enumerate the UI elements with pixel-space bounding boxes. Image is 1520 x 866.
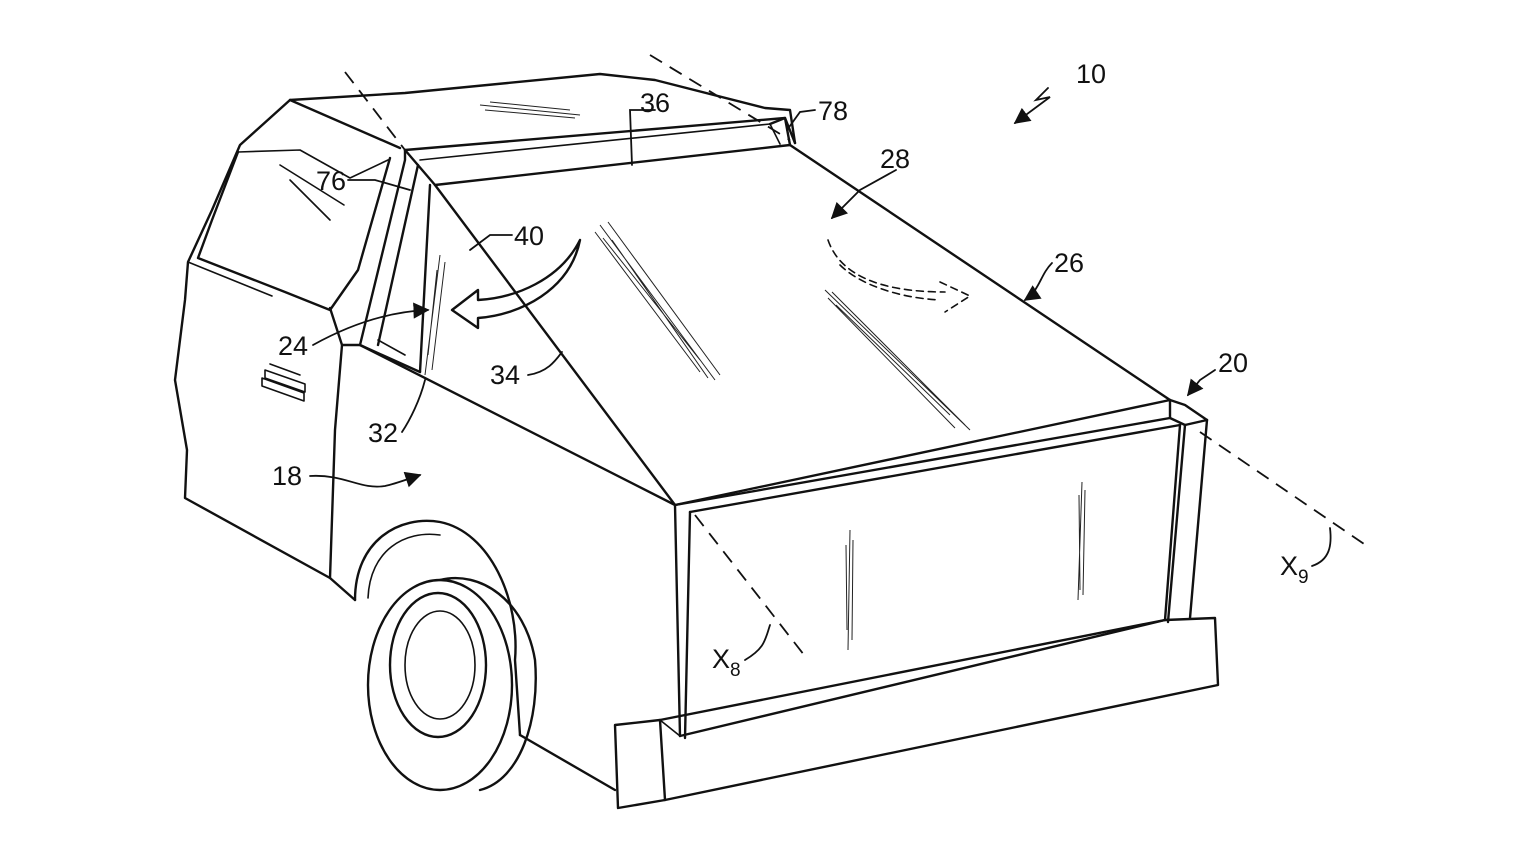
label-36: 36 bbox=[640, 88, 670, 118]
label-10: 10 bbox=[1076, 59, 1106, 89]
leader-lines bbox=[309, 87, 1332, 661]
axis-x8 bbox=[694, 514, 809, 661]
label-18: 18 bbox=[272, 461, 302, 491]
label-24: 24 bbox=[278, 331, 308, 361]
rear-tailgate bbox=[673, 416, 1209, 740]
label-x8: X8 bbox=[712, 644, 741, 681]
label-40: 40 bbox=[514, 221, 544, 251]
label-78: 78 bbox=[818, 96, 848, 126]
axis-x8-upper bbox=[344, 71, 406, 151]
motion-arrows bbox=[450, 238, 971, 330]
label-28: 28 bbox=[880, 144, 910, 174]
label-32: 32 bbox=[368, 418, 398, 448]
label-34: 34 bbox=[490, 360, 520, 390]
axis-x9-upper bbox=[649, 54, 791, 141]
reference-labels: 10 36 78 28 76 40 26 24 34 20 32 18 X8 X… bbox=[272, 59, 1309, 681]
surface-shading bbox=[424, 101, 1086, 651]
label-20: 20 bbox=[1218, 348, 1248, 378]
label-76: 76 bbox=[316, 166, 346, 196]
axis-lines bbox=[344, 54, 1371, 661]
door-handle bbox=[261, 363, 306, 402]
label-x9: X9 bbox=[1280, 551, 1309, 588]
axis-x9 bbox=[1199, 431, 1371, 549]
wheel bbox=[353, 519, 617, 792]
label-26: 26 bbox=[1054, 248, 1084, 278]
cover bbox=[358, 116, 1209, 507]
rear-bumper bbox=[613, 616, 1220, 810]
